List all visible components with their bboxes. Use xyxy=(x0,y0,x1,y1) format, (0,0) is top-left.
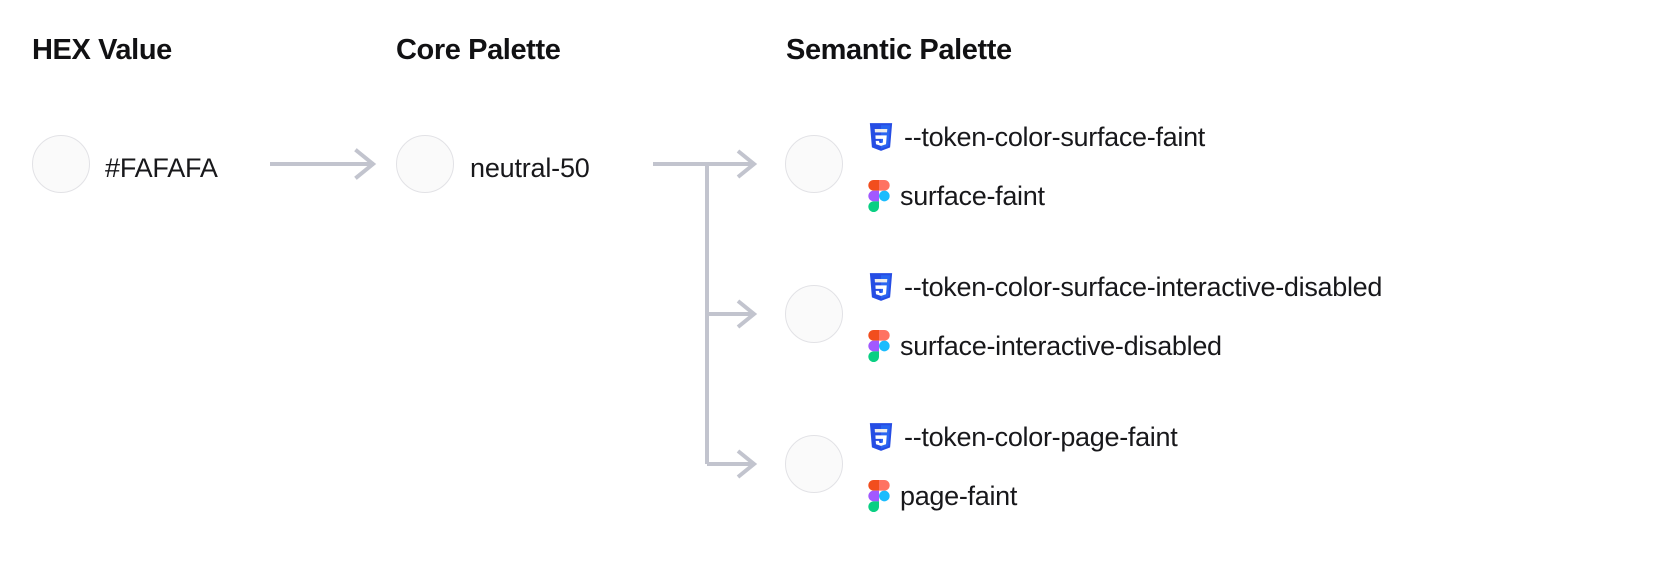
token-row-figma-surface-interactive-disabled[interactable]: surface-interactive-disabled xyxy=(868,330,1222,362)
token-row-css-page-faint[interactable]: --token-color-page-faint xyxy=(868,421,1178,452)
column-header-core-palette: Core Palette xyxy=(396,34,561,66)
arrow-core-to-semantic-branch xyxy=(653,149,758,479)
swatch-hex-value[interactable] xyxy=(32,135,90,193)
figma-token-label: page-faint xyxy=(900,480,1018,511)
figma-icon xyxy=(868,330,890,362)
token-row-css-surface-faint[interactable]: --token-color-surface-faint xyxy=(868,122,1205,152)
column-header-hex-value: HEX Value xyxy=(32,34,172,66)
swatch-semantic-surface-faint[interactable] xyxy=(785,135,843,193)
swatch-core-palette[interactable] xyxy=(396,135,454,193)
css-token-label: --token-color-surface-faint xyxy=(904,121,1206,152)
column-header-semantic-palette: Semantic Palette xyxy=(786,34,1012,66)
figma-icon xyxy=(868,180,890,212)
css3-icon xyxy=(869,273,893,301)
token-row-css-surface-interactive-disabled[interactable]: --token-color-surface-interactive-disabl… xyxy=(868,272,1382,302)
css-token-label: --token-color-surface-interactive-disabl… xyxy=(904,271,1383,302)
token-row-figma-surface-faint[interactable]: surface-faint xyxy=(868,180,1045,212)
swatch-semantic-page-faint[interactable] xyxy=(785,435,843,493)
hex-value-label: #FAFAFA xyxy=(105,153,218,183)
css3-icon xyxy=(869,123,893,151)
token-row-figma-page-faint[interactable]: page-faint xyxy=(868,480,1017,512)
arrow-hex-to-core xyxy=(270,148,377,180)
figma-icon xyxy=(868,480,890,512)
figma-token-label: surface-interactive-disabled xyxy=(900,330,1222,361)
core-palette-label: neutral-50 xyxy=(470,153,590,183)
swatch-semantic-surface-interactive-disabled[interactable] xyxy=(785,285,843,343)
css-token-label: --token-color-page-faint xyxy=(904,421,1178,452)
figma-token-label: surface-faint xyxy=(900,180,1045,211)
css3-icon xyxy=(869,423,893,451)
